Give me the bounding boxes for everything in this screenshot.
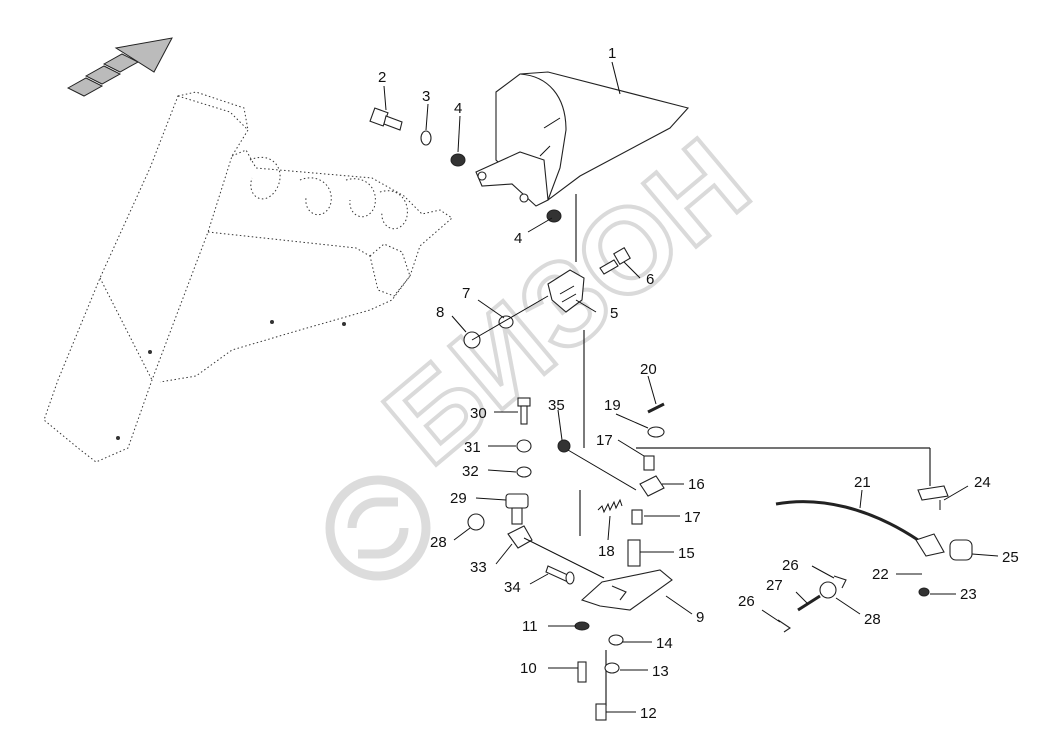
- lever-bolt-34: [545, 565, 575, 585]
- label-7: 7: [462, 285, 470, 302]
- label-2: 2: [378, 69, 386, 86]
- tension-spring-18: [597, 498, 623, 514]
- label-18: 18: [598, 543, 615, 560]
- lever-nut-31: [516, 439, 532, 453]
- pivot-bushing-15: [627, 539, 641, 567]
- label-20: 20: [640, 361, 657, 378]
- label-12: 12: [640, 705, 657, 722]
- rod-end-22: [915, 533, 945, 557]
- leader-lines: [383, 61, 999, 713]
- spring-bolt-35: [557, 439, 571, 453]
- label-22: 22: [872, 566, 889, 583]
- label-21: 21: [854, 474, 871, 491]
- hood-bolt: [369, 107, 403, 131]
- label-13: 13: [652, 663, 669, 680]
- lever-plate: [580, 569, 673, 611]
- lever-arm-24: [917, 485, 949, 510]
- label-35: 35: [548, 397, 565, 414]
- label-33: 33: [470, 559, 487, 576]
- label-6: 6: [646, 271, 654, 288]
- pin-27: [797, 594, 821, 612]
- label-16: 16: [688, 476, 705, 493]
- plate-bolt-12: [595, 703, 607, 721]
- hood-nut-top: [450, 153, 466, 167]
- lever-bolt-30: [517, 397, 531, 425]
- cotter-pin-26: [777, 575, 847, 633]
- rod-nut-23: [918, 587, 930, 597]
- handle-knob-25: [949, 539, 973, 561]
- label-4: 4: [514, 230, 522, 247]
- spacer-17-top: [643, 455, 655, 471]
- chute-hood: [475, 71, 690, 207]
- label-4: 4: [454, 100, 462, 117]
- label-26: 26: [782, 557, 799, 574]
- label-3: 3: [422, 88, 430, 105]
- label-28: 28: [864, 611, 881, 628]
- label-31: 31: [464, 439, 481, 456]
- pin-20: [647, 402, 665, 414]
- label-11: 11: [522, 618, 538, 635]
- label-29: 29: [450, 490, 467, 507]
- lever-bracket-33: [507, 525, 533, 549]
- label-28: 28: [430, 534, 447, 551]
- clamp-bolt: [599, 247, 631, 275]
- label-27: 27: [766, 577, 783, 594]
- plate-washer-14: [608, 634, 624, 646]
- label-5: 5: [610, 305, 618, 322]
- clamp-bracket: [547, 269, 585, 313]
- lever-nut-28: [467, 513, 485, 531]
- label-24: 24: [974, 474, 991, 491]
- direction-arrow-icon: [66, 37, 173, 97]
- part-labels: 1 2 3 4 4 5 6 7 8 9 10 11 12 13 14 15 16…: [378, 45, 1019, 722]
- label-8: 8: [436, 304, 444, 321]
- plate-washer-11: [574, 621, 590, 631]
- hood-washer: [420, 130, 432, 146]
- assembly-axes: [575, 194, 931, 706]
- spacer-17-bottom: [631, 509, 643, 525]
- label-23: 23: [960, 586, 977, 603]
- label-32: 32: [462, 463, 479, 480]
- machine-frame-outline: [43, 91, 453, 463]
- label-25: 25: [1002, 549, 1019, 566]
- label-14: 14: [656, 635, 673, 652]
- washer-19: [647, 426, 665, 438]
- lever-block-29: [505, 493, 529, 525]
- label-17: 17: [684, 509, 701, 526]
- label-9: 9: [696, 609, 704, 626]
- label-15: 15: [678, 545, 695, 562]
- label-10: 10: [520, 660, 537, 677]
- control-rod-21: [775, 500, 919, 542]
- lever-clip-16: [639, 475, 665, 497]
- plate-washer-13: [604, 662, 620, 674]
- label-19: 19: [604, 397, 621, 414]
- clamp-washer: [498, 315, 514, 329]
- label-30: 30: [470, 405, 487, 422]
- label-1: 1: [608, 45, 616, 62]
- label-34: 34: [504, 579, 521, 596]
- label-26: 26: [738, 593, 755, 610]
- plate-bolt-10: [577, 661, 587, 683]
- label-17: 17: [596, 432, 613, 449]
- lever-washer-32: [516, 466, 532, 478]
- rod-nut-28: [819, 581, 837, 599]
